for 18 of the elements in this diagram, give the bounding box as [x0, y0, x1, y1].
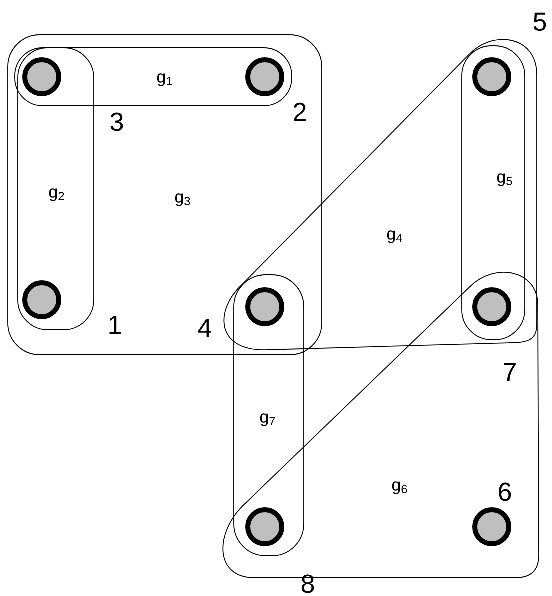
- vertex-number: 2: [294, 102, 306, 122]
- vertex-circle: [22, 58, 62, 96]
- vertex-circle: [22, 280, 62, 320]
- hyperedge: g$_{7}$: [234, 274, 304, 556]
- vertex-circle: [472, 58, 512, 96]
- vertex-number: 3: [110, 112, 124, 132]
- vertex-number: 5: [534, 12, 546, 32]
- hyperedge: g$_{2}$: [18, 48, 94, 330]
- vertex-circle: [246, 288, 284, 326]
- vertex-number: 7: [504, 363, 516, 381]
- vertex-circle: [472, 508, 512, 546]
- vertex-circle: [472, 288, 512, 326]
- vertex-number: 4: [198, 319, 212, 337]
- hyperedge: g$_{5}$: [462, 46, 526, 340]
- hyperedge: g$_{1}$: [14, 48, 292, 106]
- vertex-circle: [246, 508, 284, 546]
- vertex-number: 1: [110, 316, 121, 334]
- vertex-circle: [246, 58, 284, 96]
